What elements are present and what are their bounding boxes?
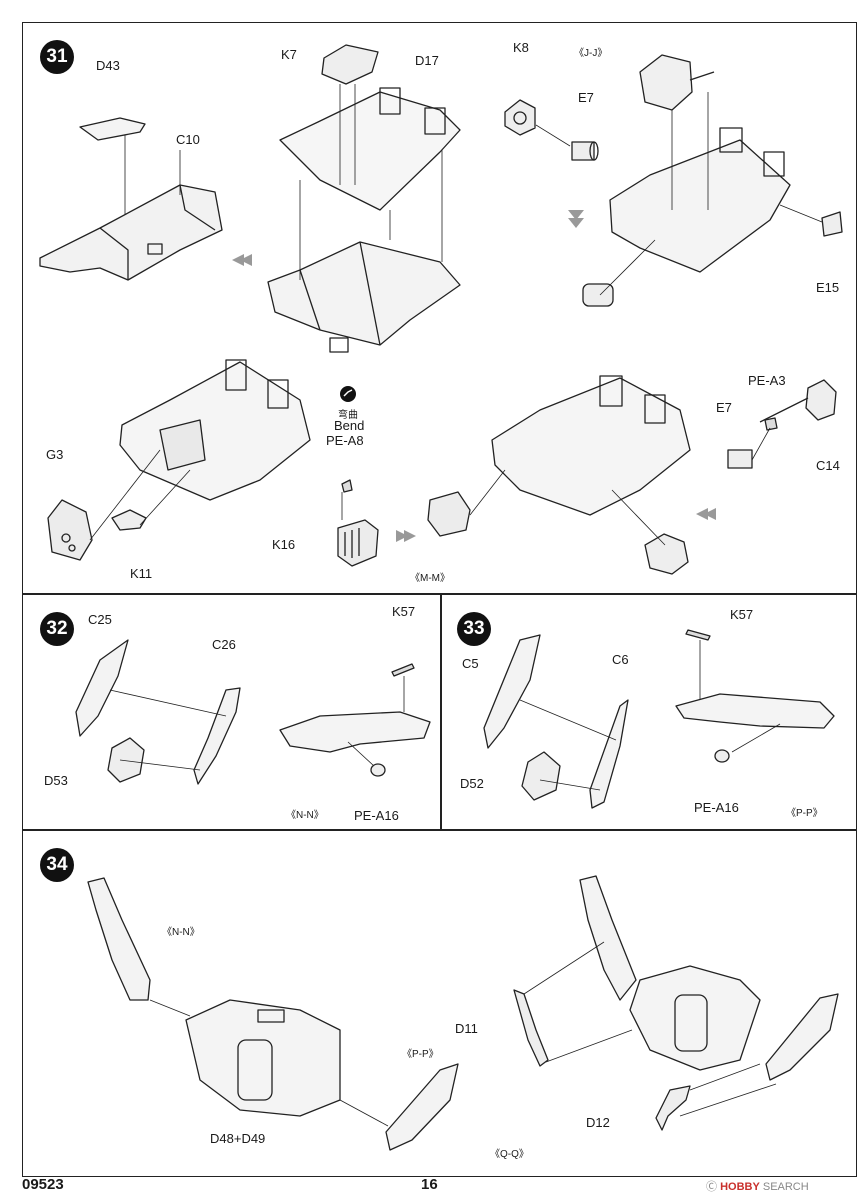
label-pe-a16-32: PE-A16: [354, 808, 399, 823]
step-number-32: 32: [40, 612, 74, 646]
watermark-mark: Ⓒ: [706, 1181, 717, 1193]
part-k57-33: [685, 629, 711, 641]
label-d43: D43: [96, 58, 120, 73]
step-32-panel: [22, 593, 442, 831]
label-g3: G3: [46, 447, 64, 462]
kit-code: 09523: [22, 1176, 64, 1193]
label-nn-32: 《N-N》: [286, 810, 324, 821]
part-base-middle: [267, 241, 461, 353]
part-k16: [337, 519, 379, 567]
label-e15: E15: [816, 280, 840, 295]
label-e7-right: E7: [716, 400, 732, 415]
step-number-33: 33: [457, 612, 491, 646]
part-g3: [47, 499, 93, 561]
part-base-lower-left: [119, 359, 311, 501]
label-e7-top: E7: [578, 90, 594, 105]
label-bend-en: Bend: [334, 418, 365, 433]
guide-lines-31: [89, 84, 823, 546]
part-d52: [521, 751, 561, 801]
part-pe-a8: [341, 479, 353, 493]
part-k57-32: [391, 663, 415, 677]
part-e7-top: [571, 141, 599, 161]
part-mm-gearbox: [644, 533, 689, 575]
part-c6: [589, 699, 629, 809]
label-k8: K8: [513, 40, 529, 55]
part-c14: [759, 379, 837, 423]
label-d12: D12: [586, 1115, 610, 1130]
part-pp-arm: [675, 693, 835, 729]
part-pe-a16-32: [370, 763, 386, 777]
label-bend-cn: 弯曲: [338, 410, 358, 421]
part-d11: [513, 989, 549, 1067]
part-d12: [655, 1085, 691, 1131]
part-qq-axle: [579, 875, 839, 1081]
label-c10: C10: [176, 132, 200, 147]
label-c26: C26: [212, 637, 236, 652]
part-pp-arm-34: [385, 1063, 459, 1151]
label-k11: K11: [130, 566, 153, 581]
label-c25: C25: [88, 612, 112, 627]
part-pe-a3: [764, 417, 778, 431]
step-number-31: 31: [40, 40, 74, 74]
label-pp-34: 《P-P》: [402, 1049, 439, 1060]
label-nn-34: 《N-N》: [162, 927, 200, 938]
label-c14: C14: [816, 458, 840, 473]
label-d52: D52: [460, 776, 484, 791]
watermark-brand: HOBBY: [720, 1181, 760, 1193]
label-k7: K7: [281, 47, 297, 62]
part-c10: [39, 184, 223, 281]
transition-arrows-31: [232, 210, 716, 542]
part-shaft-bottom: [582, 283, 614, 307]
part-k8: [504, 99, 536, 136]
part-nn-arm-34: [87, 877, 151, 1001]
guide-lines-32: [109, 676, 405, 771]
bend-icon: [340, 386, 356, 402]
label-k57-33: K57: [730, 607, 754, 622]
label-c5: C5: [462, 656, 479, 671]
label-qq: 《Q-Q》: [490, 1149, 529, 1160]
part-jj-gearbox: [639, 54, 715, 111]
label-d53: D53: [44, 773, 68, 788]
part-c25: [75, 639, 129, 737]
bend-icon-glyph: [343, 389, 353, 397]
part-c5: [483, 634, 541, 749]
label-jj: 《J-J》: [574, 48, 608, 59]
guide-lines-33: [519, 640, 781, 791]
guide-lines-34: [149, 941, 777, 1127]
label-pe-a16-33: PE-A16: [694, 800, 739, 815]
part-d43: [79, 117, 146, 141]
step-number-34: 34: [40, 848, 74, 882]
watermark: Ⓒ HOBBY SEARCH: [706, 1178, 809, 1194]
watermark-rest: SEARCH: [759, 1181, 809, 1193]
label-d17: D17: [415, 53, 439, 68]
label-pe-a8: PE-A8: [326, 433, 364, 448]
label-c6: C6: [612, 652, 629, 667]
part-d48-d49: [185, 999, 341, 1117]
page-number: 16: [421, 1176, 438, 1193]
label-pe-a3: PE-A3: [748, 373, 786, 388]
part-pe-a16-33: [714, 749, 730, 763]
part-k7: [321, 44, 379, 85]
part-k11: [111, 509, 147, 531]
label-mm: 《M-M》: [410, 573, 450, 584]
part-nn-arm: [279, 711, 431, 753]
part-d53: [107, 737, 145, 783]
part-e15: [821, 211, 843, 237]
label-pp-33: 《P-P》: [786, 808, 823, 819]
step-34-panel: [22, 829, 857, 1177]
part-c26: [193, 687, 241, 785]
label-d11: D11: [455, 1021, 478, 1036]
part-base-right: [609, 127, 791, 273]
label-k16: K16: [272, 537, 296, 552]
step-33-panel: [440, 593, 857, 831]
part-base-lower-mid: [427, 375, 691, 537]
label-d48-d49: D48+D49: [210, 1131, 266, 1146]
step-31-panel: [22, 22, 857, 595]
part-e7-right: [727, 449, 753, 469]
part-d17: [279, 87, 461, 211]
label-k57-32: K57: [392, 604, 416, 619]
